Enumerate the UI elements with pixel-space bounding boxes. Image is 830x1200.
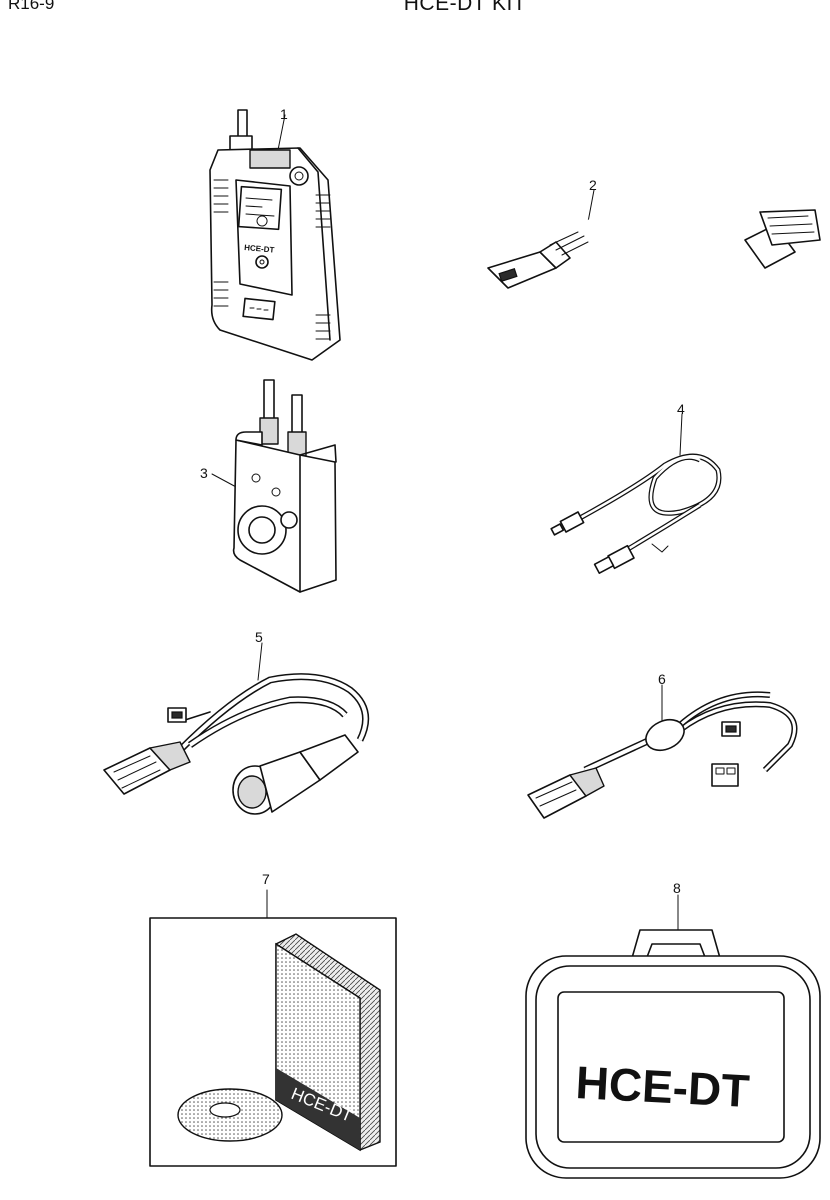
item-1-device-label: HCE-DT — [244, 243, 275, 255]
item-2-obd-cable: 2 — [487, 177, 821, 309]
item-3-number: 3 — [200, 465, 208, 481]
item-6-number: 6 — [658, 671, 666, 687]
item-7-number: 7 — [262, 871, 270, 887]
item-8-carrying-case: 8 HCE-DT — [525, 880, 821, 1179]
item-6-y-harness: 6 — [527, 671, 798, 819]
item-5-number: 5 — [255, 629, 263, 645]
item-3-interface-module: 3 — [200, 379, 337, 593]
item-7-manual-and-cd: 7 HCE-DT — [149, 871, 397, 1167]
item-4-number: 4 — [677, 401, 685, 417]
item-1-number: 1 — [280, 106, 288, 122]
item-8-number: 8 — [673, 880, 681, 896]
item-5-harness-cable: 5 — [103, 629, 370, 815]
item-4-usb-cable: 4 — [550, 401, 722, 574]
item-1-main-unit: 1 HCE-DT — [209, 106, 341, 361]
page-title: HCE-DT KIT — [403, 0, 527, 15]
page-code: R16-9 — [8, 0, 55, 13]
item-8-case-label: HCE-DT — [574, 1056, 750, 1117]
item-2-number: 2 — [589, 177, 597, 193]
